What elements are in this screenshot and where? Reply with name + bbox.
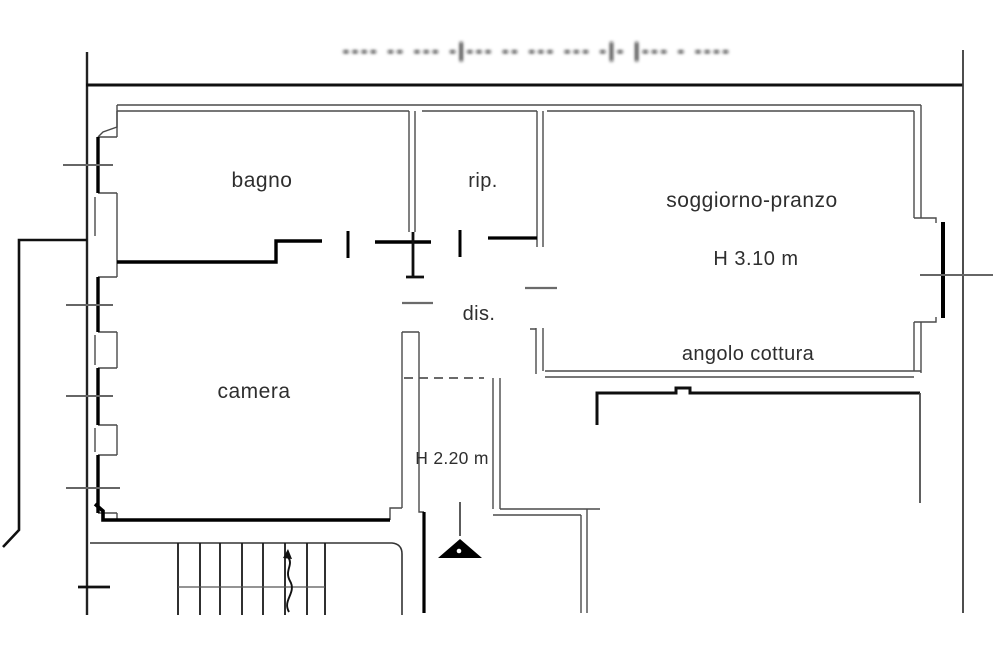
- entrance-arrow-triangle: [438, 539, 482, 558]
- wall-camera-south: [93, 502, 390, 522]
- entrance-arrow-dot: [456, 548, 462, 554]
- stair-treads: [177, 543, 326, 615]
- wall-bagno-rip-divider: [408, 111, 416, 232]
- wall-soggiorno-east: [913, 105, 937, 373]
- height-label-corridor: H 2.20 m: [415, 448, 488, 468]
- dis-opening-ticks: [402, 286, 557, 305]
- room-label-camera: camera: [217, 380, 290, 403]
- wall-top-exterior: [117, 104, 921, 112]
- stair-direction-arrow: [286, 556, 293, 613]
- window-centerline-ticks-left: [63, 164, 120, 489]
- wall-soggiorno-west-stub: [530, 328, 544, 374]
- wall-rip-soggiorno-divider: [536, 111, 544, 247]
- room-label-rip: rip.: [468, 170, 497, 192]
- stair-direction-arrowhead: [283, 549, 292, 559]
- height-label-soggiorno: H 3.10 m: [713, 248, 798, 270]
- room-label-soggiorno: soggiorno-pranzo: [666, 189, 837, 212]
- wall-rip-west-stub: [406, 232, 424, 279]
- room-label-dis: dis.: [463, 303, 496, 325]
- wall-left-exterior: [94, 111, 118, 519]
- room-label-angolo-cottura: angolo cottura: [682, 343, 815, 365]
- wall-camera-east: [389, 331, 424, 520]
- wall-corridor-east: [492, 378, 600, 613]
- stairwell-outline: [90, 542, 403, 615]
- wall-bagno-south: [117, 239, 431, 264]
- wall-bagno-nw-jog: [97, 105, 118, 138]
- room-label-bagno: bagno: [232, 169, 293, 192]
- neighbor-structure-outline: [2, 238, 87, 548]
- wall-angolo-cottura-south: [545, 370, 921, 378]
- redacted-title-text: ---- -- --- -|--- -- --- --- -|- |--- - …: [343, 40, 732, 62]
- wall-terrace-south: [595, 386, 920, 425]
